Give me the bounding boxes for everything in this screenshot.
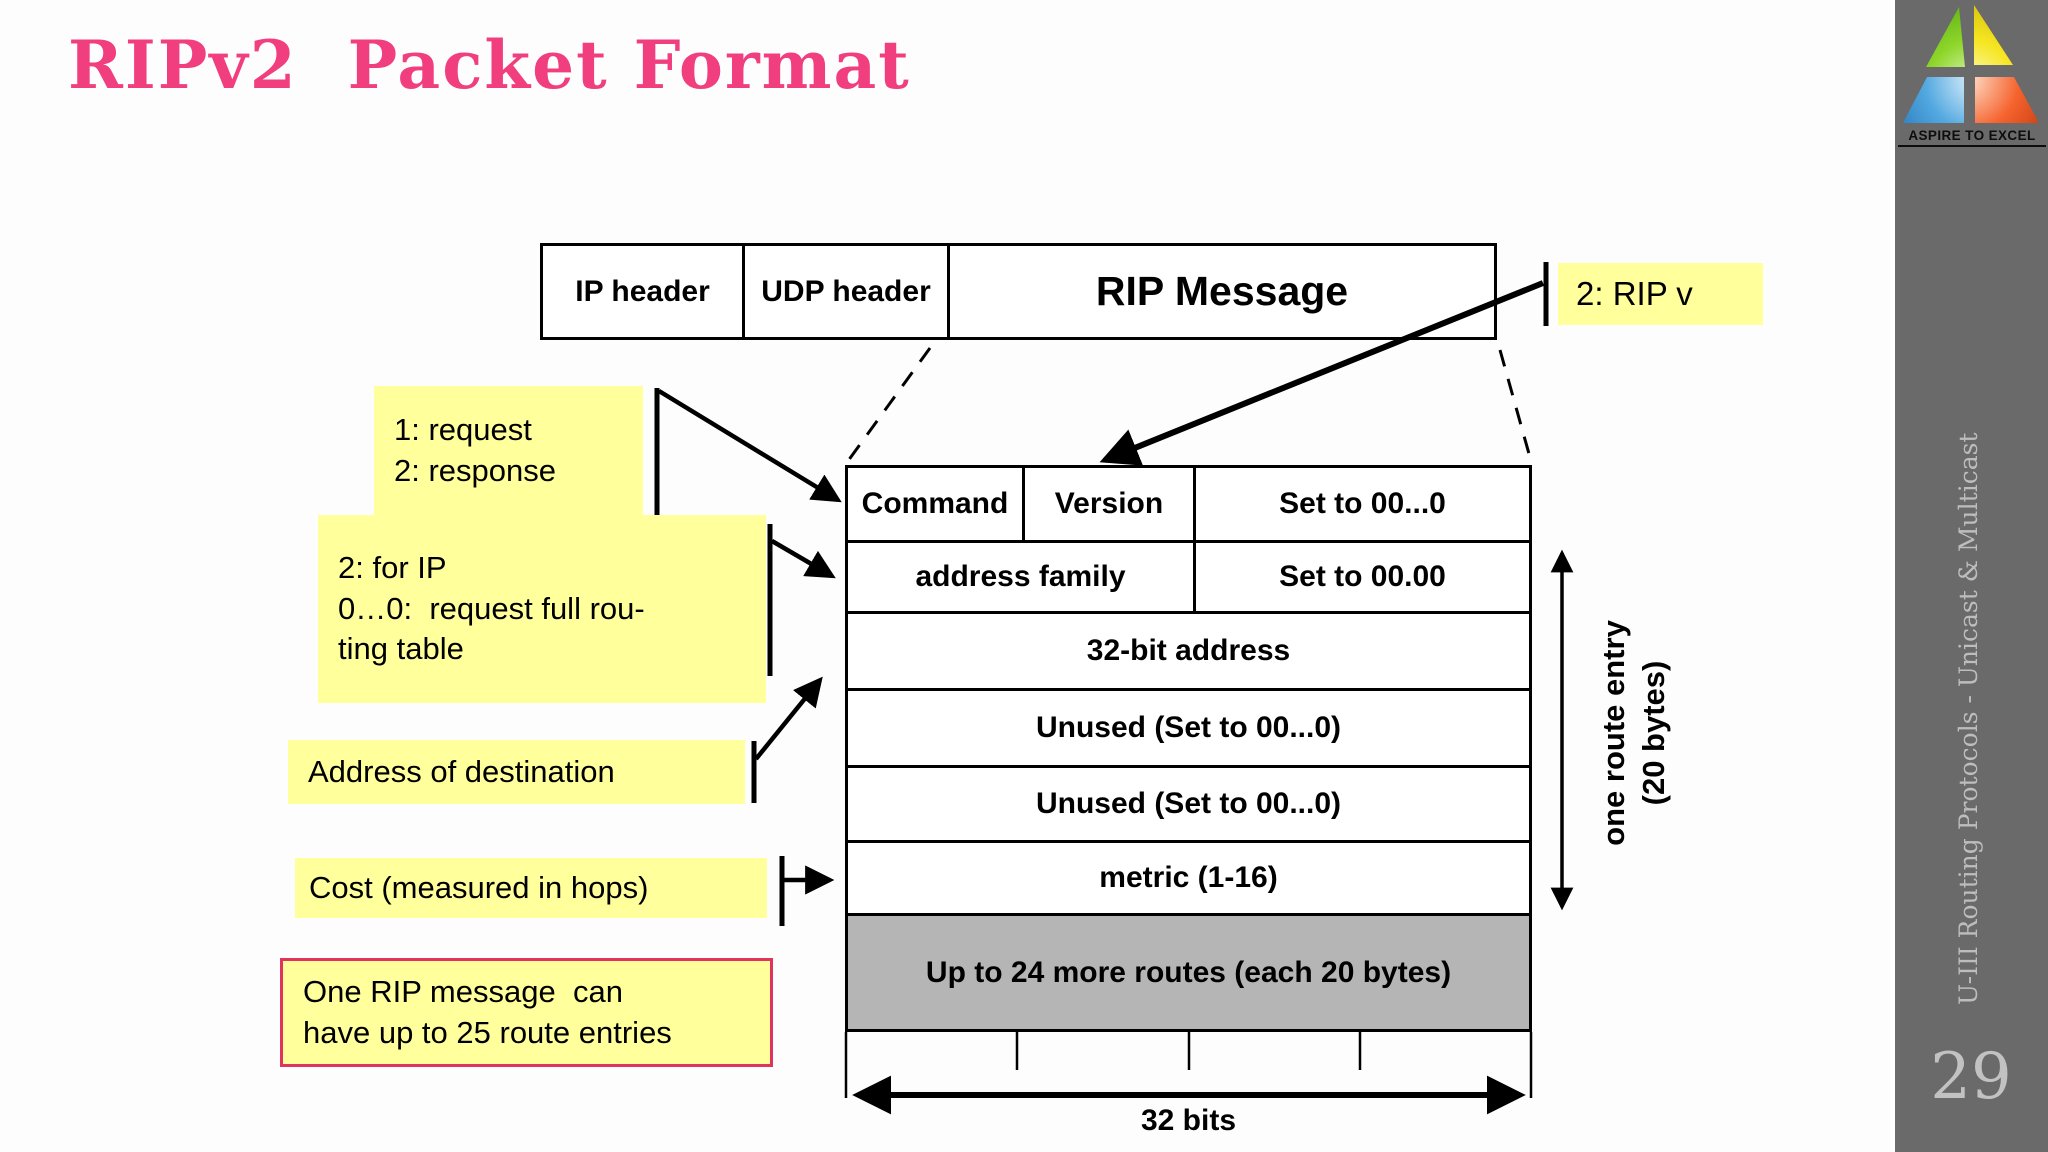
callout-text: have up to 25 route entries (303, 1014, 672, 1050)
cell-ip-header: IP header (575, 274, 710, 308)
table-row: Unused (Set to 00...0) (848, 765, 1529, 840)
cell-command: Command (861, 487, 1009, 520)
table-row: Up to 24 more routes (each 20 bytes) (848, 913, 1529, 1029)
cell-rip-message: RIP Message (947, 246, 1494, 337)
dashed-expand-left (846, 347, 932, 462)
cell-unused-1: Unused (Set to 00...0) (1035, 711, 1342, 744)
sidebar (1895, 0, 2048, 1152)
cell-set-to-0: Set to 00...0 (1193, 468, 1529, 540)
dashed-expand-right (1498, 349, 1533, 462)
callout-text: Cost (measured in hops) (309, 869, 649, 905)
cell-32bit-address: 32-bit address (1086, 634, 1291, 667)
cell-metric: metric (1-16) (1099, 861, 1278, 894)
callout-address-family: 2: for IP 0…0: request full rou- ting ta… (318, 515, 766, 703)
route-entry-measure-label: one route entry (20 bytes) (1596, 620, 1671, 846)
callout-text: One RIP message can (303, 973, 623, 1009)
callout-text: 2: RIP v (1576, 275, 1693, 313)
rip-message-table: Command Version Set to 00...0 address fa… (845, 465, 1532, 1032)
page-number: 29 (1930, 1040, 2012, 1114)
arrow-family (770, 539, 836, 579)
packet-overview-table: IP header UDP header RIP Message (540, 243, 1497, 340)
cell-udp-header: UDP header (742, 246, 947, 337)
table-row: Unused (Set to 00...0) (848, 688, 1529, 765)
callout-command: 1: request 2: response (374, 386, 643, 515)
callout-text: 2: for IP (338, 549, 447, 585)
callout-cost: Cost (measured in hops) (295, 858, 767, 918)
arrow-command (657, 389, 842, 503)
cell-set-to-0000: Set to 00.00 (1193, 543, 1529, 611)
logo-caption: ASPIRE TO EXCEL (1898, 128, 2046, 147)
callout-25-entries-note: One RIP message can have up to 25 route … (280, 958, 773, 1067)
table-row: 32-bit address (848, 611, 1529, 688)
callout-text: 2: response (394, 452, 556, 488)
callout-text: 1: request (394, 411, 532, 447)
cell-unused-2: Unused (Set to 00...0) (1035, 787, 1342, 820)
callout-address-of-destination: Address of destination (288, 740, 745, 804)
aspire-logo: ASPIRE TO EXCEL (1898, 4, 2046, 152)
sidebar-course-text: U-III Routing Protocols - Unicast & Mult… (1954, 432, 1983, 1005)
cell-version: Version (1022, 468, 1193, 540)
callout-text: 0…0: request full rou- (338, 590, 645, 626)
table-row: metric (1-16) (848, 840, 1529, 913)
cell-address-family: address family (915, 560, 1126, 593)
callout-text: Address of destination (308, 753, 615, 789)
callout-text: ting table (338, 631, 464, 667)
cell-more-routes: Up to 24 more routes (each 20 bytes) (925, 955, 1452, 989)
table-row: address family Set to 00.00 (848, 540, 1529, 611)
table-row: Command Version Set to 00...0 (848, 468, 1529, 540)
page-title: RIPv2 Packet Format (68, 26, 911, 104)
callout-rip-version: 2: RIP v (1558, 263, 1763, 325)
bits-width-label: 32 bits (1140, 1104, 1237, 1137)
